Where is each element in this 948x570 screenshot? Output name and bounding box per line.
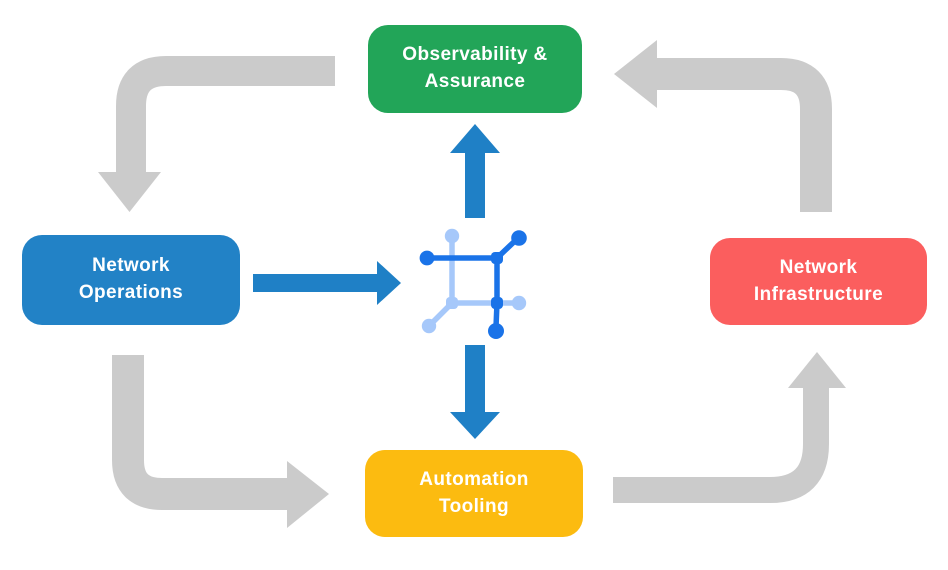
network-mesh-icon-secondary-nodes [421,228,527,334]
network-mesh-icon-primary-nodes [419,230,527,339]
node-automation-tooling: Automation Tooling [365,450,583,537]
arrow-observability-to-operations [98,56,335,212]
arrow-center-to-automation [450,345,500,439]
node-observability-assurance: Observability & Assurance [368,25,582,113]
node-automation-tooling-label: Automation Tooling [419,468,529,517]
arrow-infrastructure-to-observability [614,40,832,212]
node-observability-assurance-label: Observability & Assurance [402,44,548,92]
arrow-automation-to-infrastructure [613,352,846,503]
node-network-operations: Network Operations [22,235,240,325]
arrow-center-to-observability [450,124,500,218]
node-network-infrastructure-label: Network Infrastructure [753,256,884,305]
node-network-operations-label: Network Operations [78,255,184,303]
node-network-infrastructure: Network Infrastructure [710,238,927,325]
network-mesh-icon [419,228,527,339]
arrow-operations-to-automation [112,355,329,528]
arrow-operations-to-center [253,261,401,305]
